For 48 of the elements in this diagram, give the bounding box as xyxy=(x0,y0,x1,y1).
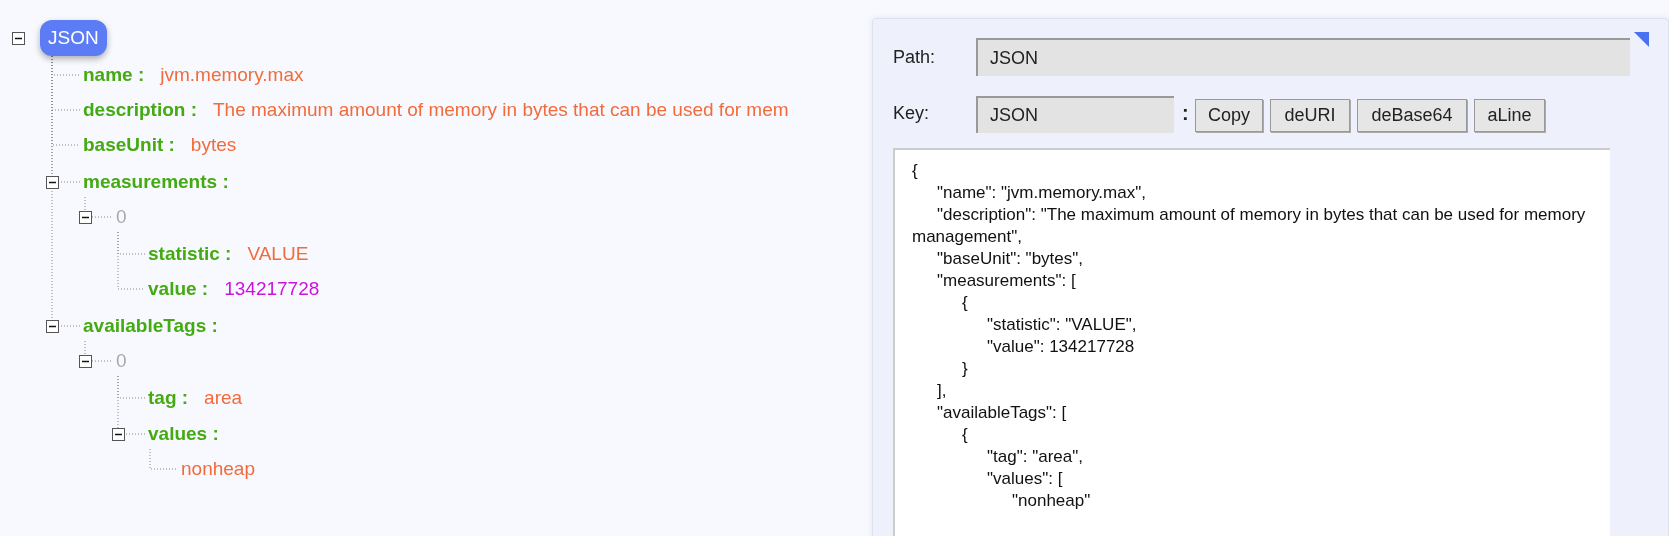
key-label: baseUnit : xyxy=(83,132,175,157)
code-line: } xyxy=(961,358,969,380)
code-line: "nonheap" xyxy=(1011,490,1092,512)
code-line: "values": [ xyxy=(986,468,1064,490)
index-label: 0 xyxy=(116,348,127,373)
action-button: aLine xyxy=(1474,99,1545,132)
key-field: JSON xyxy=(976,96,1174,133)
separator-colon: : xyxy=(1182,101,1189,126)
code-line: "availableTags": [ xyxy=(936,402,1068,424)
key-label: statistic : xyxy=(148,241,232,266)
value-text: bytes xyxy=(190,132,237,157)
code-line: "measurements": [ xyxy=(936,270,1077,292)
tree-connector xyxy=(84,340,114,362)
path-field: JSON xyxy=(976,38,1630,76)
field-label: Key: xyxy=(893,102,930,125)
code-line: "value": 134217728 xyxy=(986,336,1136,358)
action-button: deBase64 xyxy=(1357,99,1467,132)
tree-connector xyxy=(149,448,179,470)
tree-connector xyxy=(117,375,146,435)
key-label: name : xyxy=(83,62,145,87)
root-badge: JSON xyxy=(40,20,107,56)
action-button: deURI xyxy=(1270,99,1350,132)
tree-connector xyxy=(84,196,114,218)
code-line: "baseUnit": "bytes", xyxy=(936,248,1085,270)
field-label: Path: xyxy=(893,46,936,69)
code-line: "name": "jvm.memory.max", xyxy=(936,182,1147,204)
value-text: nonheap xyxy=(181,456,255,481)
code-line: "description": "The maximum amount of memory in bytes that can be used for memory management", xyxy=(912,204,1587,248)
value-text: 134217728 xyxy=(224,276,320,301)
code-line: "tag": "area", xyxy=(986,446,1084,468)
key-label: description : xyxy=(83,97,197,122)
code-line: { xyxy=(961,424,969,446)
value-text: The maximum amount of memory in bytes that can be used for mem xyxy=(213,97,789,122)
key-label: value : xyxy=(148,276,209,301)
code-line: { xyxy=(961,292,969,314)
value-text: area xyxy=(204,385,243,410)
key-label: tag : xyxy=(148,385,189,410)
index-label: 0 xyxy=(116,204,127,229)
tree-connector xyxy=(117,231,146,290)
code-line: "statistic": "VALUE", xyxy=(986,314,1138,336)
value-text: jvm.memory.max xyxy=(160,62,304,87)
code-line: ], xyxy=(936,380,948,402)
key-label: measurements : xyxy=(83,169,229,194)
key-label: values : xyxy=(148,421,219,446)
key-label: availableTags : xyxy=(83,313,218,338)
code-line: { xyxy=(912,160,919,182)
value-text: VALUE xyxy=(247,241,309,266)
action-button: Copy xyxy=(1195,99,1263,132)
